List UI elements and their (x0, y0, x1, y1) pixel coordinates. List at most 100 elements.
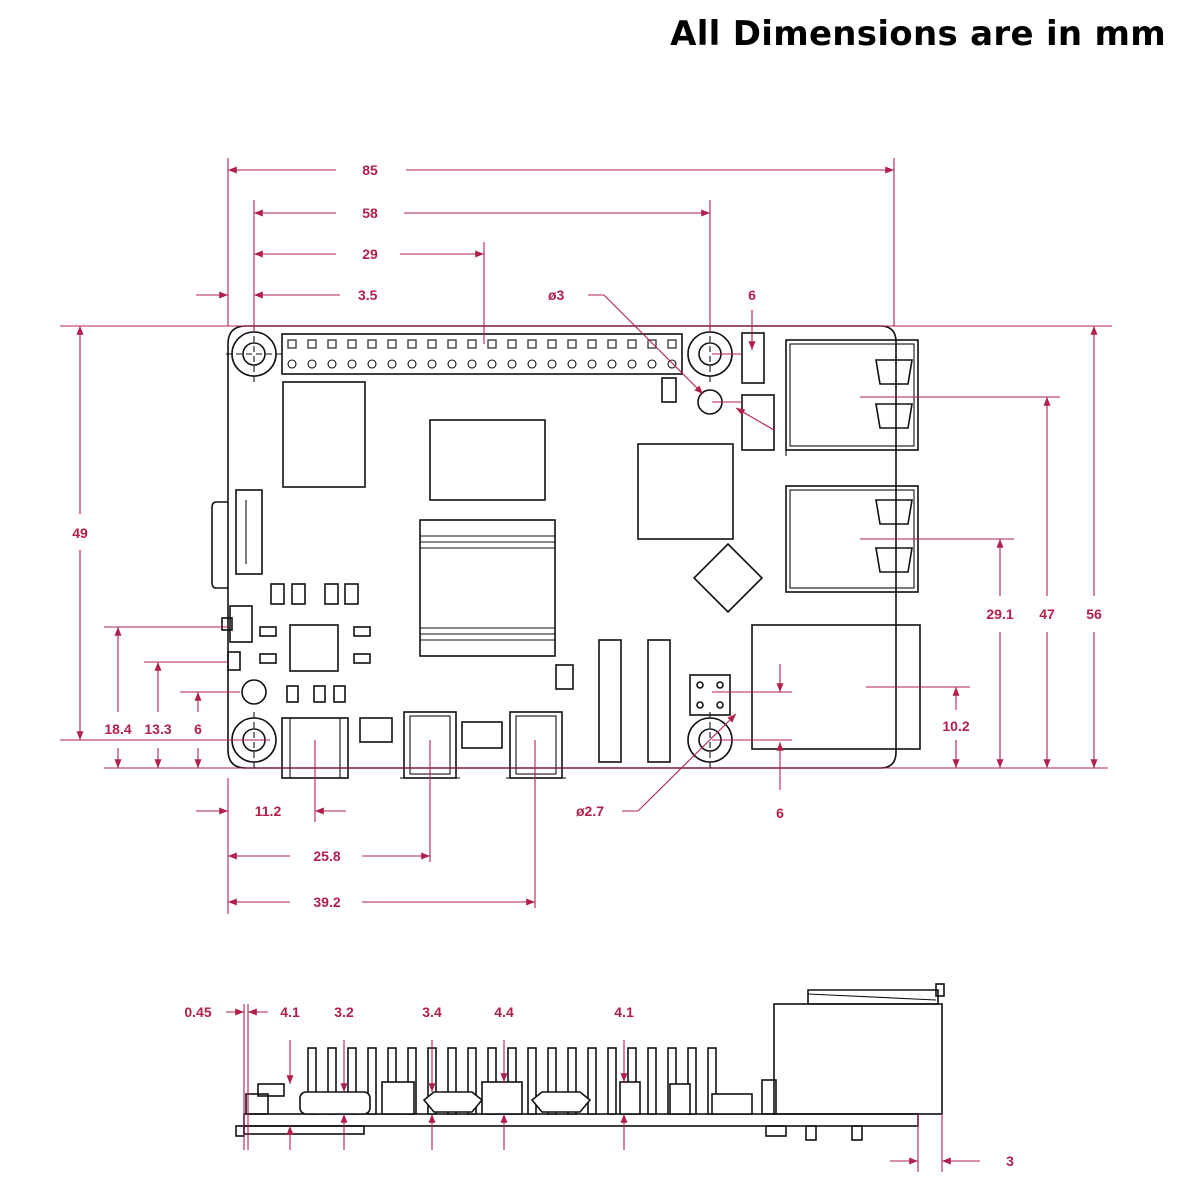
gpio-pin (307, 339, 317, 349)
header-pin (467, 1047, 477, 1115)
gpio-pin (447, 359, 457, 369)
side-header-pins (307, 1047, 717, 1115)
mipi-connector-0 (598, 639, 622, 763)
side-view-dimensions: 0.45 4.1 3.2 3.4 4.4 4.1 3 (184, 1004, 1014, 1172)
dim-hdmi0-center-x: 25.8 (313, 848, 340, 864)
header-pin (587, 1047, 597, 1115)
dim-mount-hole-spacing-x: 58 (362, 205, 378, 221)
gpio-pin (587, 359, 597, 369)
top-view-dimensions: 85 58 29 3.5 ø3 6 49 56 (60, 158, 1112, 914)
gpio-pin (667, 359, 677, 369)
dim-hdmi1-center-x: 39.2 (313, 894, 340, 910)
dim-usb-upper-center: 47 (1039, 606, 1055, 622)
dim-power-center-y: 18.4 (104, 721, 131, 737)
gpio-pin (287, 339, 297, 349)
gpio-pin (667, 339, 677, 349)
dim-audio-center-y: 13.3 (144, 721, 171, 737)
soc (419, 519, 556, 657)
gpio-pin (627, 339, 637, 349)
page-title: All Dimensions are in mm (670, 14, 1166, 54)
display-connector (235, 489, 263, 575)
dim-keepout-width: 6 (748, 287, 756, 303)
sdram-chip (282, 381, 366, 488)
pmic-chip (289, 624, 339, 672)
status-led (241, 679, 267, 705)
dim-poe-offset: 6 (776, 805, 784, 821)
pcb-outline (227, 325, 897, 769)
header-pin (687, 1047, 697, 1115)
gpio-pin (567, 359, 577, 369)
dim-usb-lower-center: 29.1 (986, 606, 1013, 622)
side-hdmi-1 (530, 1091, 592, 1113)
gpio-pin (507, 339, 517, 349)
gpio-pin (307, 359, 317, 369)
gpio-pins (287, 339, 677, 369)
gpio-pin (347, 359, 357, 369)
gpio-pin (387, 359, 397, 369)
gpio-pin (627, 359, 637, 369)
dim-header-center: 29 (362, 246, 378, 262)
gpio-header (281, 333, 683, 375)
gpio-pin (507, 359, 517, 369)
gpio-pin (647, 359, 657, 369)
gpio-pin (387, 339, 397, 349)
dim-power-offset: 4.1 (280, 1004, 300, 1020)
dim-hdmi0-height: 3.4 (422, 1004, 442, 1020)
dim-hole-diameter: ø3 (548, 287, 565, 303)
dim-usb-c-height: 3.2 (334, 1004, 354, 1020)
dim-mount-hole-offset: 3.5 (358, 287, 378, 303)
gpio-pin (367, 359, 377, 369)
header-pin (607, 1047, 617, 1115)
small-component (661, 377, 677, 403)
side-power-button (245, 1093, 269, 1115)
gpio-pin (547, 339, 557, 349)
header-pin (527, 1047, 537, 1115)
side-hdmi-0 (422, 1091, 484, 1113)
gpio-pin (467, 359, 477, 369)
power-button (229, 605, 253, 643)
dim-small-hole-diameter: ø2.7 (576, 803, 604, 819)
gpio-pin (607, 339, 617, 349)
board-side-view (235, 983, 945, 1141)
gpio-pin (647, 339, 657, 349)
gpio-pin (547, 359, 557, 369)
edge-connector (211, 501, 228, 589)
wireless-chip (429, 419, 546, 501)
micro-hdmi-1 (506, 711, 566, 779)
header-pin (647, 1047, 657, 1115)
header-pin (367, 1047, 377, 1115)
board-top-view (211, 325, 921, 779)
header-pin (547, 1047, 557, 1115)
gpio-pin (587, 339, 597, 349)
gpio-pin (487, 359, 497, 369)
gpio-pin (527, 339, 537, 349)
gpio-pin (287, 359, 297, 369)
gpio-pin (527, 359, 537, 369)
diamond-chip (692, 542, 764, 614)
dim-header-offset: 4.1 (614, 1004, 634, 1020)
mipi-connector-1 (647, 639, 671, 763)
fan-header (741, 394, 775, 451)
gpio-pin (427, 359, 437, 369)
gpio-pin (327, 339, 337, 349)
gpio-pin (407, 359, 417, 369)
gpio-pin (467, 339, 477, 349)
usb-port-upper (785, 339, 919, 456)
dim-pcb-edge: 0.45 (184, 1004, 211, 1020)
gpio-pin (327, 359, 337, 369)
dim-overall-width: 85 (362, 162, 378, 178)
gpio-pin (367, 339, 377, 349)
header-pin (567, 1047, 577, 1115)
dim-ethernet-center: 10.2 (942, 718, 969, 734)
dim-overall-height: 49 (72, 525, 88, 541)
gpio-pin (487, 339, 497, 349)
side-usb-c (299, 1091, 371, 1115)
dim-gap-height: 4.4 (494, 1004, 514, 1020)
gpio-pin (607, 359, 617, 369)
gpio-pin (447, 339, 457, 349)
gpio-pin (407, 339, 417, 349)
dim-led-offset-y: 6 (194, 721, 202, 737)
mount-hole-top-left (226, 326, 282, 382)
small-smd (359, 717, 393, 743)
